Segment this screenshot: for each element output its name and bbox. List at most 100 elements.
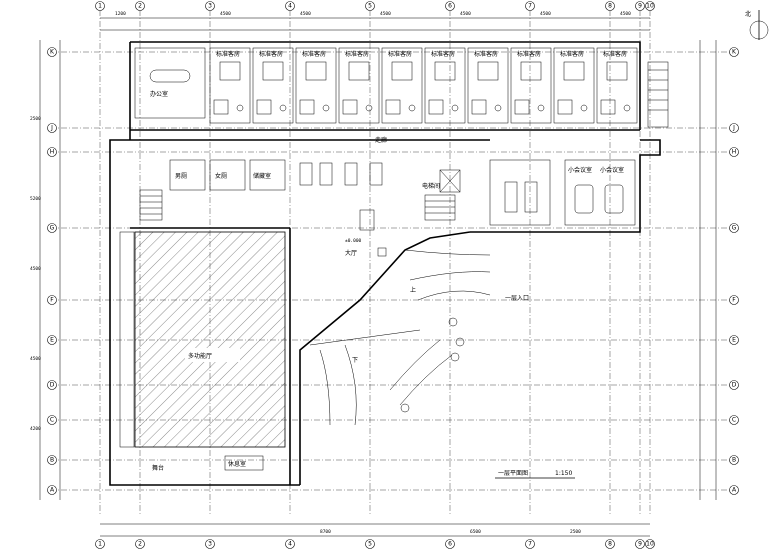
women-wc-label: 女厕: [215, 172, 227, 180]
guest-room: 标准客房: [295, 47, 337, 124]
axis-bubble-2: 2: [135, 539, 145, 549]
meeting-rooms: 小会议室 小会议室: [489, 159, 636, 226]
guest-room: 标准客房: [424, 47, 466, 124]
svg-text:K: K: [732, 49, 737, 56]
guest-room-label: 标准客房: [388, 50, 412, 58]
guest-room: 标准客房: [209, 47, 251, 124]
axis-bubble-9: 9: [635, 539, 645, 549]
axis-bubble-4: 4: [285, 1, 295, 11]
office-top-left: 办公室: [134, 47, 206, 119]
exterior-walls: [109, 41, 661, 486]
service-rooms: 男厕 女厕 储藏室: [139, 159, 286, 221]
axis-bubble-B: B: [729, 455, 739, 465]
axis-bubbles-left: K J H G F E D C B A: [47, 47, 57, 495]
axis-bubble-4: 4: [285, 539, 295, 549]
lounge-label: 休息室: [228, 460, 246, 468]
svg-text:J: J: [732, 125, 735, 132]
lobby: 大厅 ±0.000: [345, 209, 387, 257]
svg-text:4500: 4500: [30, 356, 41, 362]
axis-bubble-1: 1: [95, 539, 105, 549]
svg-text:F: F: [50, 297, 54, 304]
guest-room-label: 标准客房: [603, 50, 627, 58]
guest-room-label: 标准客房: [560, 50, 584, 58]
svg-text:10: 10: [646, 3, 654, 10]
axis-bubble-7: 7: [525, 539, 535, 549]
svg-text:1: 1: [98, 541, 102, 548]
axis-bubble-9: 9: [635, 1, 645, 11]
svg-text:8700: 8700: [320, 529, 331, 535]
office-label: 办公室: [150, 90, 168, 98]
svg-text:B: B: [732, 457, 736, 464]
axis-bubble-D: D: [729, 380, 739, 390]
guest-room-label: 标准客房: [431, 50, 455, 58]
svg-text:A: A: [732, 487, 737, 494]
svg-text:4500: 4500: [460, 11, 471, 17]
svg-text:2500: 2500: [30, 116, 41, 122]
dimension-lines: 1200 4500 4500 4500 4500 4500 4500 8700 …: [30, 11, 717, 537]
axis-bubble-C: C: [729, 415, 739, 425]
guest-room-row: 标准客房标准客房标准客房标准客房标准客房标准客房标准客房标准客房标准客房标准客房: [209, 47, 638, 124]
axis-bubble-K: K: [47, 47, 57, 57]
axis-bubble-B: B: [47, 455, 57, 465]
guest-room: 标准客房: [252, 47, 294, 124]
svg-text:G: G: [50, 225, 55, 232]
svg-text:D: D: [732, 382, 737, 389]
axis-bubble-K: K: [729, 47, 739, 57]
svg-text:G: G: [732, 225, 737, 232]
guest-room: 标准客房: [596, 47, 638, 124]
axis-bubble-E: E: [729, 335, 739, 345]
svg-text:C: C: [732, 417, 736, 424]
axis-bubble-A: A: [47, 485, 57, 495]
axis-bubble-H: H: [47, 147, 57, 157]
guest-room-label: 标准客房: [474, 50, 498, 58]
axis-bubble-3: 3: [205, 1, 215, 11]
axis-bubble-6: 6: [445, 1, 455, 11]
svg-text:6: 6: [448, 3, 452, 10]
right-stair: [647, 61, 669, 128]
svg-text:B: B: [50, 457, 54, 464]
svg-text:2: 2: [138, 3, 142, 10]
storage-label: 储藏室: [253, 172, 271, 180]
svg-text:9: 9: [638, 3, 642, 10]
svg-text:C: C: [50, 417, 54, 424]
ramp-down-label: 下: [352, 357, 358, 364]
axis-bubble-D: D: [47, 380, 57, 390]
guest-room: 标准客房: [381, 47, 423, 124]
axis-bubble-C: C: [47, 415, 57, 425]
corridor-label: 走廊: [375, 136, 387, 144]
svg-text:H: H: [732, 149, 737, 156]
svg-text:4200: 4200: [30, 426, 41, 432]
drawing-scale: 1:150: [555, 470, 572, 477]
svg-text:H: H: [50, 149, 55, 156]
multi-function-hall: 多功能厅 舞台 休息室: [119, 231, 286, 472]
svg-text:E: E: [50, 337, 54, 344]
men-wc-label: 男厕: [175, 173, 187, 180]
axis-bubble-F: F: [729, 295, 739, 305]
guest-room-label: 标准客房: [259, 50, 283, 58]
svg-text:6: 6: [448, 541, 452, 548]
axis-bubble-E: E: [47, 335, 57, 345]
entrance-note: 一层入口: [505, 295, 529, 302]
svg-text:4500: 4500: [380, 11, 391, 17]
svg-text:8: 8: [608, 541, 612, 548]
svg-text:D: D: [50, 382, 55, 389]
svg-text:J: J: [50, 125, 53, 132]
axis-bubble-J: J: [47, 123, 57, 133]
axis-bubble-G: G: [729, 223, 739, 233]
drawing-title-block: 一层平面图 1:150: [495, 470, 575, 479]
multi-hall-label: 多功能厅: [188, 352, 212, 360]
svg-text:K: K: [50, 49, 55, 56]
axis-bubble-H: H: [729, 147, 739, 157]
guest-room-label: 标准客房: [216, 50, 240, 58]
svg-text:E: E: [732, 337, 736, 344]
axis-bubble-3: 3: [205, 539, 215, 549]
svg-text:3: 3: [208, 541, 212, 548]
svg-text:4500: 4500: [220, 11, 231, 17]
hall-level: ±0.000: [345, 238, 362, 244]
svg-text:3: 3: [208, 3, 212, 10]
svg-text:8: 8: [608, 3, 612, 10]
svg-text:4: 4: [288, 3, 292, 10]
corridor-area: 走廊: [299, 136, 387, 186]
